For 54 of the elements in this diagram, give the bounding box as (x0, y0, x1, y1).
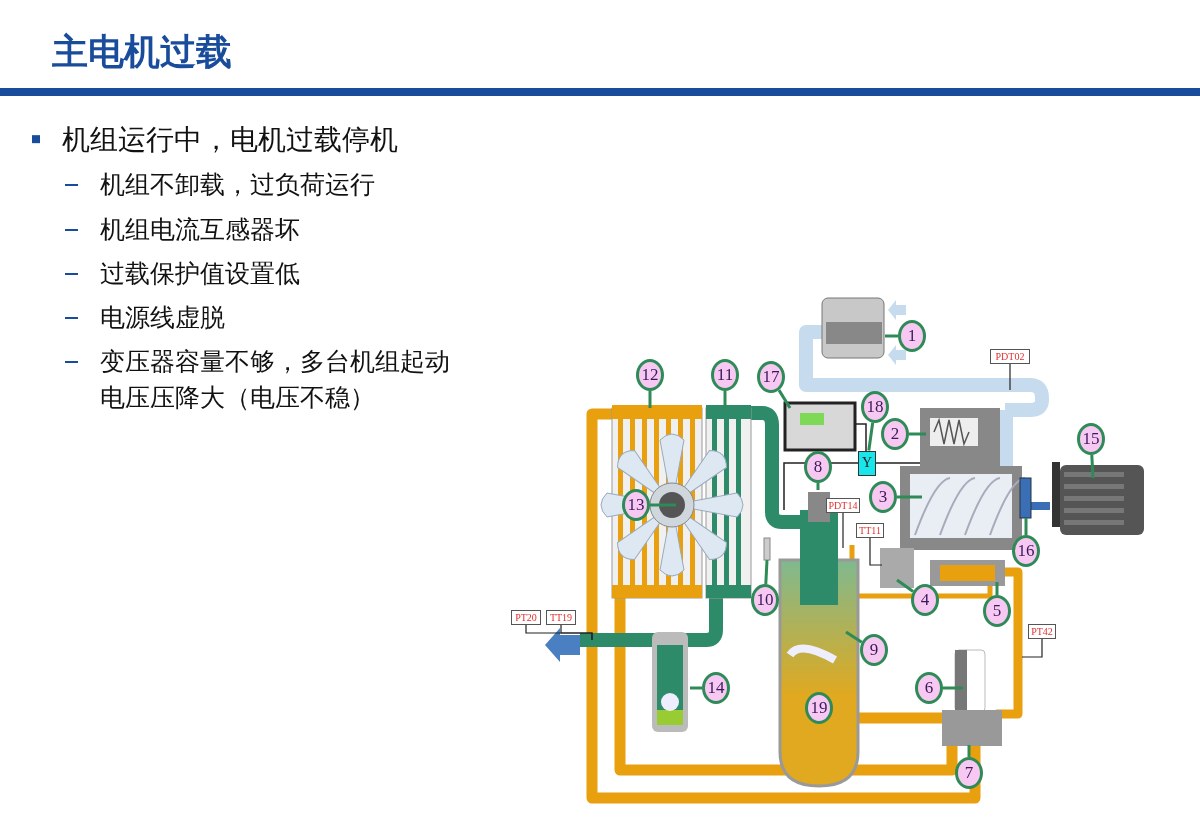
callout-number: 1 (898, 320, 926, 352)
leader-line (897, 495, 922, 499)
callout-number: 4 (911, 584, 939, 616)
slide-title: 主电机过载 (52, 30, 232, 74)
sensor-tag: PT20 (511, 609, 541, 625)
bullet-text: 机组运行中，电机过载停机 (62, 123, 399, 157)
callout-number: 8 (804, 451, 832, 483)
leader-line (845, 630, 863, 644)
callout-number: 3 (869, 481, 897, 513)
callout-number: 6 (915, 672, 943, 704)
callout-number: 16 (1012, 535, 1040, 567)
leader-line (1024, 518, 1028, 535)
callout-number: 9 (860, 634, 888, 666)
leader-line (869, 536, 883, 566)
callout-number: 2 (881, 418, 909, 450)
leader-line (909, 432, 926, 436)
leader-line (842, 511, 844, 549)
sub-bullet-text: 电源线虚脱 (100, 302, 226, 333)
relay-box: Y (858, 450, 876, 476)
callout-number: 11 (711, 359, 739, 391)
leader-line (690, 686, 702, 690)
leader-line (764, 559, 769, 585)
sub-bullet-text: 变压器容量不够，多台机组起动电压压降大（电压不稳） (100, 346, 451, 414)
leader-line (560, 623, 593, 641)
sensor-tag: PDT02 (990, 348, 1030, 364)
callout-number: 10 (751, 584, 779, 616)
callout-number: 15 (1077, 423, 1105, 455)
leader-line (650, 503, 676, 507)
sub-bullet-text: 过载保护值设置低 (100, 258, 301, 289)
callout-number: 12 (636, 359, 664, 391)
callout-number: 7 (955, 757, 983, 789)
leader-line (1090, 454, 1095, 479)
sensor-tag: PT42 (1028, 623, 1056, 639)
leader-line (1021, 637, 1043, 658)
leader-line (967, 745, 971, 757)
sub-bullet-text: 机组电流互感器坏 (100, 214, 301, 245)
leader-line (777, 389, 792, 409)
leader-line (885, 334, 898, 338)
sub-bullet-text: 机组不卸载，过负荷运行 (100, 169, 376, 200)
leader-line (867, 422, 875, 451)
callout-number: 17 (757, 361, 785, 393)
leader-line (723, 391, 727, 408)
leader-line (1009, 362, 1011, 391)
sensor-tag: PDT14 (826, 497, 860, 513)
callout-number: 18 (861, 391, 889, 423)
leader-line (816, 483, 820, 490)
sensor-tag: TT11 (856, 522, 884, 538)
sensor-tag: TT19 (546, 609, 576, 625)
callout-number: 5 (983, 595, 1011, 627)
callout-number: 14 (702, 672, 730, 704)
leader-line (995, 582, 999, 595)
leader-line (943, 686, 963, 690)
leader-line (896, 578, 914, 593)
leader-line (648, 391, 652, 408)
